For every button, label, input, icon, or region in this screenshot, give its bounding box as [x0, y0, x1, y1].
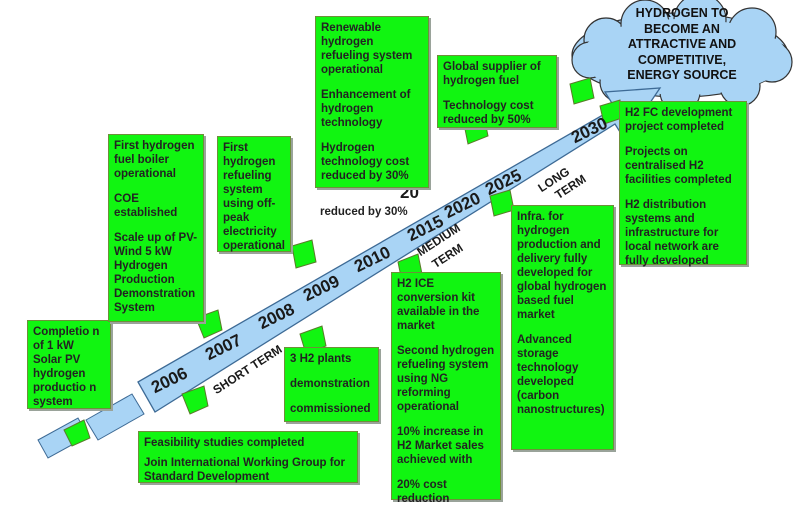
milestone-text: First hydrogen fuel boiler operational	[114, 140, 195, 181]
milestone-text: commissioned	[290, 403, 371, 416]
milestone-text: Feasibility studies completed	[144, 437, 305, 449]
milestone-text: Completio n of 1 kW Solar PV hydrogen pr…	[33, 326, 100, 409]
floating-reduction-text: reduced by 30%	[320, 206, 408, 218]
milestone-text: First hydrogen refueling system using of…	[223, 142, 285, 253]
milestone-renewable-refueling: Renewable hydrogen refueling system oper…	[315, 16, 429, 188]
milestone-text: Second hydrogen refueling system using N…	[397, 345, 495, 414]
milestone-text: Technology cost reduced by 50%	[443, 100, 534, 127]
cloud-line: ENERGY SOURCE	[627, 68, 737, 82]
milestone-global-supplier: Global supplier of hydrogen fuel Technol…	[437, 55, 557, 128]
milestone-text: Global supplier of hydrogen fuel	[443, 61, 541, 88]
milestone-first-refueling: First hydrogen refueling system using of…	[217, 136, 291, 252]
milestone-text: Projects on centralised H2 facilities co…	[625, 146, 732, 187]
milestone-text: H2 ICE conversion kit available in the m…	[397, 278, 480, 333]
milestone-feasibility: Feasibility studies completed Join Inter…	[138, 431, 358, 483]
cloud-line: HYDROGEN TO	[635, 6, 729, 20]
milestone-first-boiler: First hydrogen fuel boiler operational C…	[108, 134, 204, 322]
cloud-goal-text: HYDROGEN TO BECOME AN ATTRACTIVE AND COM…	[568, 6, 796, 84]
milestone-solar-pv: Completio n of 1 kW Solar PV hydrogen pr…	[27, 320, 111, 409]
milestone-infrastructure: Infra. for hydrogen production and deliv…	[511, 205, 614, 450]
cloud-line: ATTRACTIVE AND	[627, 37, 737, 51]
milestone-text: Enhancement of hydrogen technology	[321, 89, 411, 130]
milestone-text: Hydrogen technology cost reduced by 30%	[321, 142, 410, 183]
arrow-tail-segment	[85, 393, 145, 441]
milestone-text: 3 H2 plants	[290, 353, 352, 365]
milestone-text: Join International Working Group for Sta…	[144, 457, 346, 484]
milestone-text: 20% cost reduction	[397, 479, 450, 506]
milestone-h2-fc-development: H2 FC development project completed Proj…	[619, 101, 747, 268]
cloud-line: COMPETITIVE,	[637, 52, 727, 67]
milestone-text: H2 FC development project completed	[625, 107, 733, 134]
milestone-text: H2 distribution systems and infrastructu…	[625, 199, 719, 268]
milestone-h2-plants: 3 H2 plants demonstration commissioned	[284, 347, 379, 422]
milestone-text: Renewable hydrogen refueling system oper…	[321, 22, 413, 77]
milestone-text: COE established	[114, 193, 178, 220]
milestone-text: demonstration	[290, 378, 370, 391]
milestone-text: Infra. for hydrogen production and deliv…	[517, 211, 607, 322]
cloud-line: BECOME AN	[644, 21, 720, 36]
milestone-h2-ice-kit: H2 ICE conversion kit available in the m…	[391, 272, 501, 505]
milestone-text: Scale up of PV-Wind 5 kW Hydrogen Produc…	[114, 232, 198, 315]
milestone-text: Advanced storage technology developed (c…	[517, 334, 605, 417]
milestone-text: 10% increase in H2 Market sales achieved…	[397, 426, 484, 467]
